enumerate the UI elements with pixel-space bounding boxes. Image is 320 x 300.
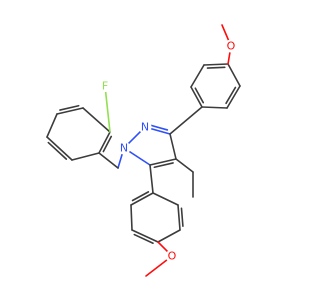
bond-ch2-f0 [98, 152, 119, 169]
atom-label-layer: N N O O F [99, 39, 238, 263]
bond-c3-n1-inner [148, 124, 169, 131]
bond-f2-f3 [56, 107, 84, 115]
atom-n-a: N [138, 120, 152, 134]
atom-n-b-label: N [120, 142, 128, 155]
atom-f: F [99, 80, 111, 93]
bond-c5-c4-inner [153, 162, 174, 169]
bond-t0-t1 [190, 86, 203, 108]
bond-b2-b3-inner [133, 233, 154, 245]
bond-c4-c3 [169, 133, 177, 160]
bond-f4-f5-inner [47, 141, 68, 160]
bond-f0-f1-inner [102, 135, 113, 153]
bond-t0-t1-inner [194, 87, 205, 104]
bond-f2-f3-inner [59, 104, 80, 111]
bond-b3-b4 [157, 229, 181, 243]
molecule-structure: N N O O F [46, 24, 241, 277]
bond-c5-b0 [149, 164, 154, 194]
bond-b5-b0 [152, 192, 179, 206]
atom-o-bottom: O [165, 249, 179, 263]
bond-b4-b5 [177, 204, 181, 231]
bond-t1-t2 [190, 64, 205, 88]
bond-t3-t4 [227, 63, 241, 87]
bond-c4-ce1 [175, 158, 194, 173]
bond-f0-f1 [98, 131, 111, 154]
bond-t5-t0 [201, 106, 228, 109]
bond-t4-t5 [226, 85, 241, 109]
bond-t4-t5-inner [225, 86, 237, 105]
atom-f-label: F [102, 80, 108, 93]
atom-o-bottom-label: O [168, 250, 177, 263]
bond-t2-t3-inner [206, 66, 226, 69]
atom-o-top-label: O [227, 40, 236, 53]
bond-layer [46, 24, 241, 277]
bond-b1-b2 [130, 204, 133, 231]
bond-f1-fl [104, 85, 111, 133]
bond-f1-f2 [82, 107, 111, 133]
bond-b0-b1-inner [131, 191, 150, 202]
bond-f3-f4 [46, 113, 58, 138]
atom-n-b: N [117, 141, 131, 155]
bond-c5-c4 [149, 158, 177, 166]
bond-t2-t3 [203, 63, 229, 66]
bond-c3-t0 [169, 106, 203, 135]
atom-n-a-label: N [141, 121, 149, 134]
bond-f4-f5 [46, 136, 73, 161]
bond-b0-b1 [130, 192, 154, 206]
atom-o-top: O [224, 39, 238, 53]
bond-b4-b5-inner [180, 207, 184, 228]
bond-b2-b3 [131, 229, 159, 243]
bond-f5-f0 [71, 152, 100, 161]
